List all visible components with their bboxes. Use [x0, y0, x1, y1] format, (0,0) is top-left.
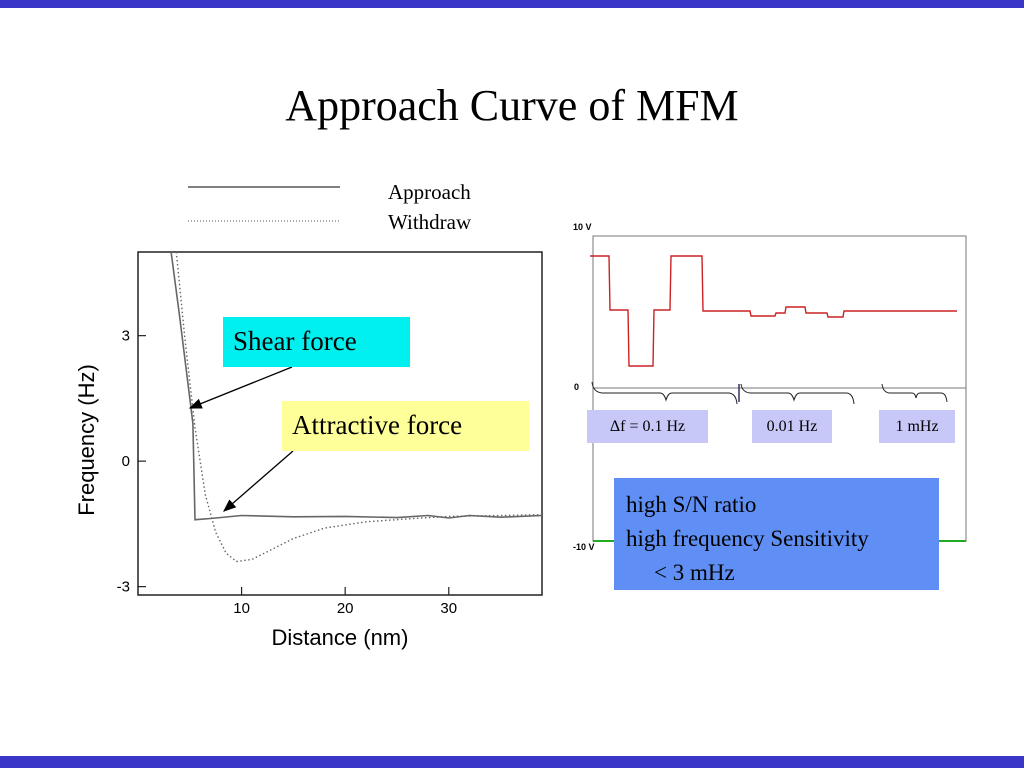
notes-box: high S/N ratio high frequency Sensitivit…	[614, 478, 939, 590]
level-chip-0.1hz: Δf = 0.1 Hz	[587, 410, 708, 443]
slide-title: Approach Curve of MFM	[285, 81, 739, 130]
legend-withdraw-label: Withdraw	[388, 210, 472, 234]
y-ticks: 3 0 -3	[117, 328, 146, 596]
brace-0.01hz	[740, 383, 855, 405]
x-tick-label: 10	[233, 600, 250, 617]
top-frame-bar	[0, 0, 1024, 8]
y-tick-label: 0	[122, 453, 130, 470]
level-chip-1mhz: 1 mHz	[879, 410, 955, 443]
y-tick-label: 3	[122, 328, 130, 345]
plot-frame	[137, 251, 543, 596]
scope-label-zero: 0	[574, 382, 580, 392]
scope-trace	[590, 255, 957, 367]
note-sensitivity: high frequency Sensitivity	[626, 526, 869, 551]
approach-curve	[170, 251, 543, 521]
y-axis-title: Frequency (Hz)	[74, 364, 99, 516]
shear-force-callout: Shear force	[223, 317, 410, 367]
legend-approach-label: Approach	[388, 180, 471, 204]
scope-label-bottom: -10 V	[573, 542, 595, 552]
x-tick-label: 20	[337, 600, 354, 617]
attractive-force-callout: Attractive force	[282, 401, 529, 451]
x-axis-title: Distance (nm)	[272, 625, 409, 650]
shear-force-arrow	[188, 366, 293, 409]
level-chip-0.01hz: 0.01 Hz	[752, 410, 832, 443]
note-threshold: < 3 mHz	[654, 560, 735, 585]
brace-0.1hz	[591, 381, 738, 405]
bottom-frame-bar	[0, 756, 1024, 768]
note-sn-ratio: high S/N ratio	[626, 492, 757, 517]
brace-1mhz	[881, 383, 948, 403]
x-tick-label: 30	[440, 600, 457, 617]
x-ticks: 10 20 30	[233, 587, 457, 617]
y-tick-label: -3	[117, 579, 130, 596]
scope-label-top: 10 V	[573, 222, 592, 232]
attractive-force-arrow	[223, 450, 294, 512]
